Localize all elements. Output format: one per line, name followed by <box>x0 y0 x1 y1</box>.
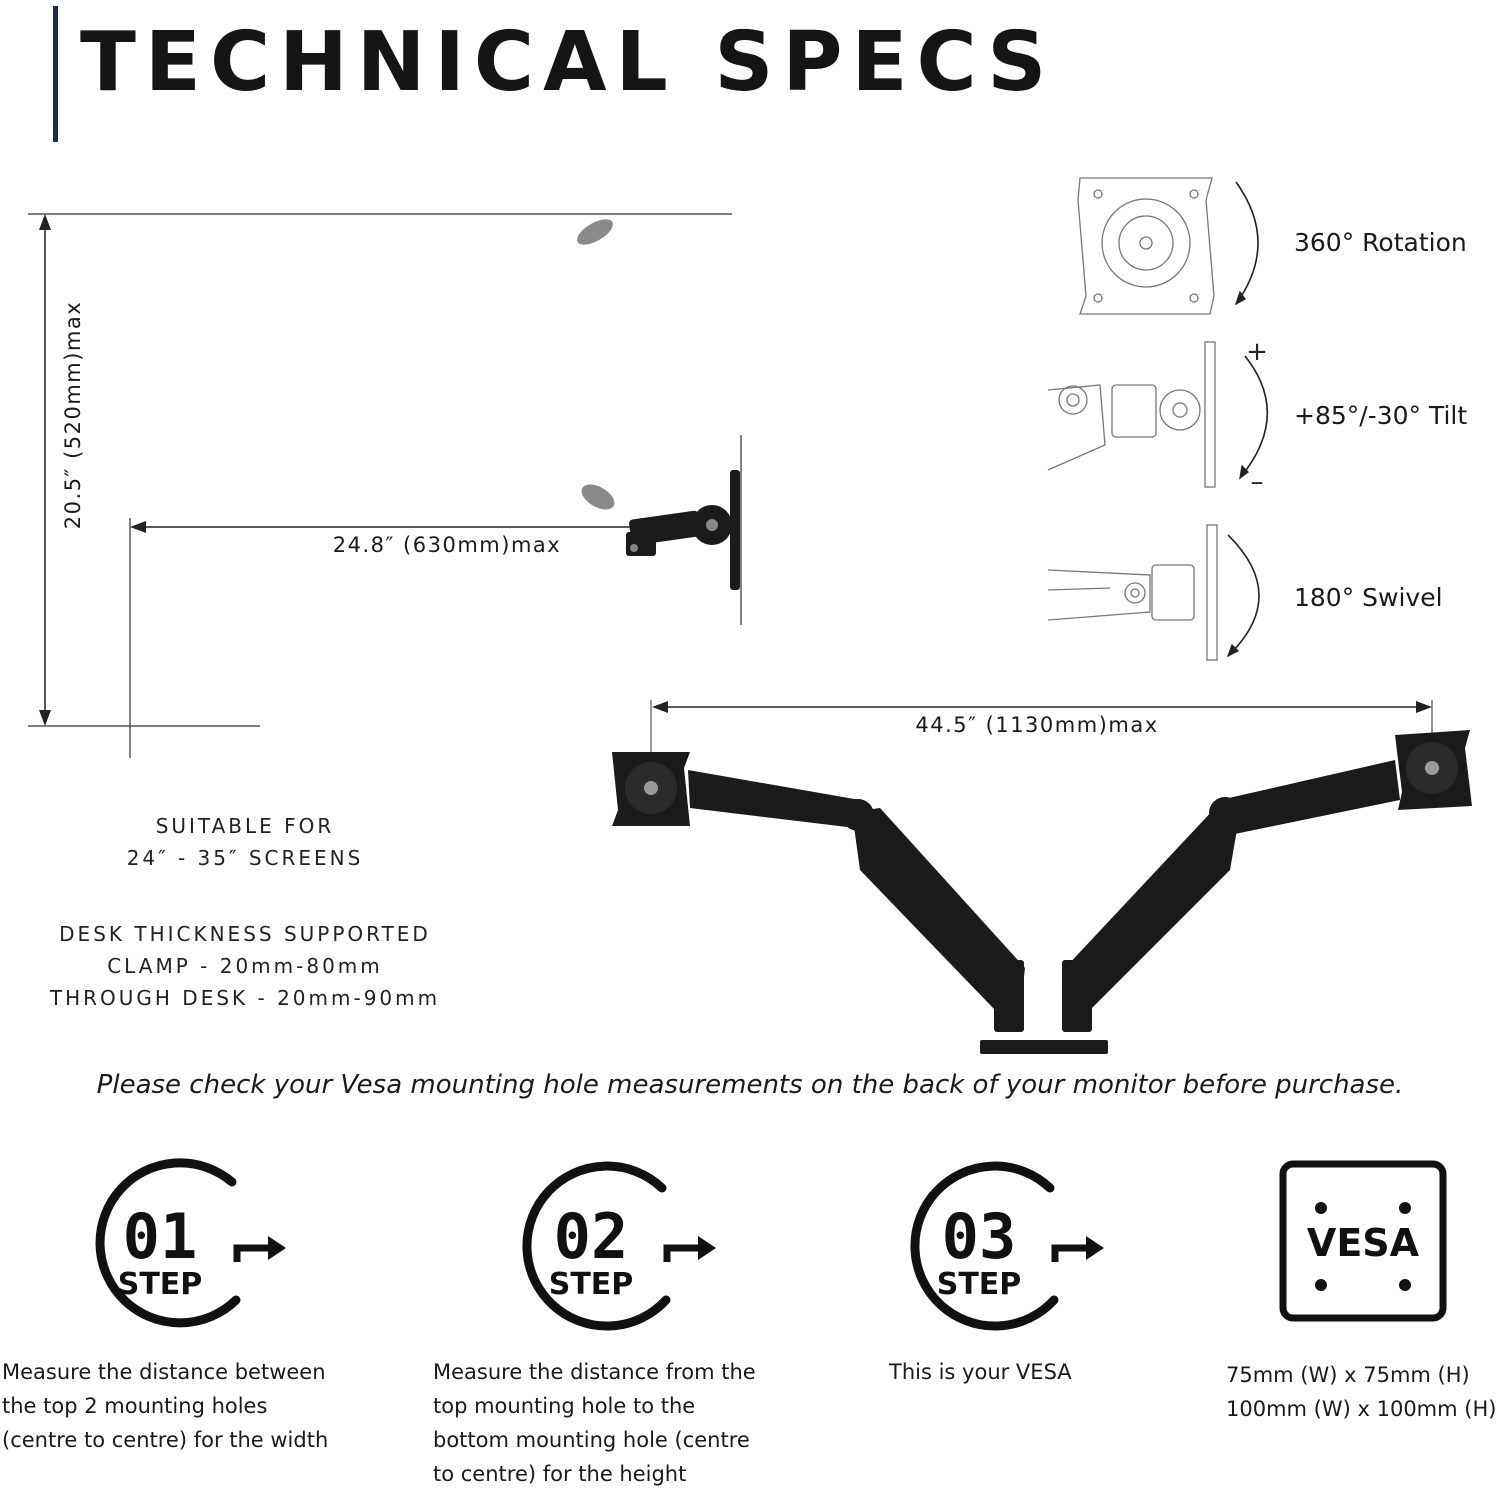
floating-disk-top <box>577 219 613 245</box>
step-01-icon: 01 STEP <box>95 1158 286 1328</box>
desk-line-1: DESK THICKNESS SUPPORTED <box>59 922 431 946</box>
tilt-diagram-icon <box>1047 341 1269 488</box>
vesa-size-75: 75mm (W) x 75mm (H) <box>1226 1363 1470 1387</box>
swivel-label: 180° Swivel <box>1294 583 1443 612</box>
swivel-diagram-icon <box>1047 524 1260 661</box>
suitable-line-2: 24″ - 35″ SCREENS <box>126 846 364 870</box>
rotation-label: 360° Rotation <box>1294 228 1467 257</box>
side-mount-head <box>626 470 740 590</box>
dual-arm-diagram: 44.5″ (1130mm)max <box>612 700 1472 1054</box>
step-02-number: 02 <box>554 1200 629 1273</box>
vesa-logo-text: VESA <box>1307 1221 1420 1265</box>
height-arrow-head-top <box>39 214 51 230</box>
desk-line-2: CLAMP - 20mm-80mm <box>107 954 383 978</box>
step-01-line-1: Measure the distance between <box>2 1360 326 1384</box>
reach-arrow-head <box>130 521 146 533</box>
desk-thickness-block: DESK THICKNESS SUPPORTED CLAMP - 20mm-80… <box>20 918 470 1014</box>
step-icons: 01 STEP 02 STEP 03 STEP <box>95 1158 1104 1331</box>
floating-disk-mid <box>581 484 615 510</box>
step-03-icon: 03 STEP <box>910 1161 1104 1331</box>
feature-diagrams: + – <box>1047 177 1269 661</box>
step-02-line-4: to centre) for the height <box>433 1462 687 1486</box>
step-02-line-3: bottom mounting hole (centre <box>433 1428 750 1452</box>
step-03-number: 03 <box>942 1200 1017 1273</box>
step-01-description: Measure the distance between the top 2 m… <box>2 1355 328 1457</box>
tilt-plus-sign: + <box>1246 337 1268 367</box>
tilt-label: +85°/-30° Tilt <box>1294 401 1468 430</box>
page-title: TECHNICAL SPECS <box>80 15 1056 110</box>
dimension-diagram: 20.5″ (520mm)max 24.8″ (630mm)max <box>28 213 742 758</box>
title-accent-bar <box>53 6 58 142</box>
height-dimension-label: 20.5″ (520mm)max <box>61 301 85 529</box>
vesa-notice: Please check your Vesa mounting hole mea… <box>96 1070 1404 1100</box>
height-arrow-head-bottom <box>39 710 51 726</box>
rotation-diagram-icon <box>1077 177 1259 315</box>
step-03-line-1: This is your VESA <box>889 1360 1072 1384</box>
span-arrow-head-right <box>1416 701 1432 713</box>
step-03-description: This is your VESA <box>889 1355 1072 1389</box>
vesa-size-100: 100mm (W) x 100mm (H) <box>1226 1397 1497 1421</box>
step-02-word: STEP <box>549 1267 634 1302</box>
suitable-for-block: SUITABLE FOR 24″ - 35″ SCREENS <box>20 810 470 874</box>
step-02-description: Measure the distance from the top mounti… <box>433 1355 756 1491</box>
step-01-line-3: (centre to centre) for the width <box>2 1428 329 1452</box>
monitor-arm <box>612 730 1472 1054</box>
step-02-line-1: Measure the distance from the <box>433 1360 756 1384</box>
vesa-sizes: 75mm (W) x 75mm (H) 100mm (W) x 100mm (H… <box>1226 1358 1496 1426</box>
step-01-word: STEP <box>118 1267 203 1302</box>
step-03-word: STEP <box>937 1267 1022 1302</box>
tilt-minus-sign: – <box>1251 467 1264 497</box>
step-02-icon: 02 STEP <box>522 1161 716 1331</box>
reach-dimension-label: 24.8″ (630mm)max <box>333 533 561 557</box>
suitable-line-1: SUITABLE FOR <box>155 814 335 838</box>
step-02-line-2: top mounting hole to the <box>433 1394 696 1418</box>
desk-line-3: THROUGH DESK - 20mm-90mm <box>49 986 441 1010</box>
vesa-logo: VESA <box>1279 1160 1447 1322</box>
step-01-number: 01 <box>123 1200 198 1273</box>
step-01-line-2: the top 2 mounting holes <box>2 1394 268 1418</box>
span-dimension-label: 44.5″ (1130mm)max <box>915 713 1158 737</box>
span-arrow-head-left <box>652 701 668 713</box>
